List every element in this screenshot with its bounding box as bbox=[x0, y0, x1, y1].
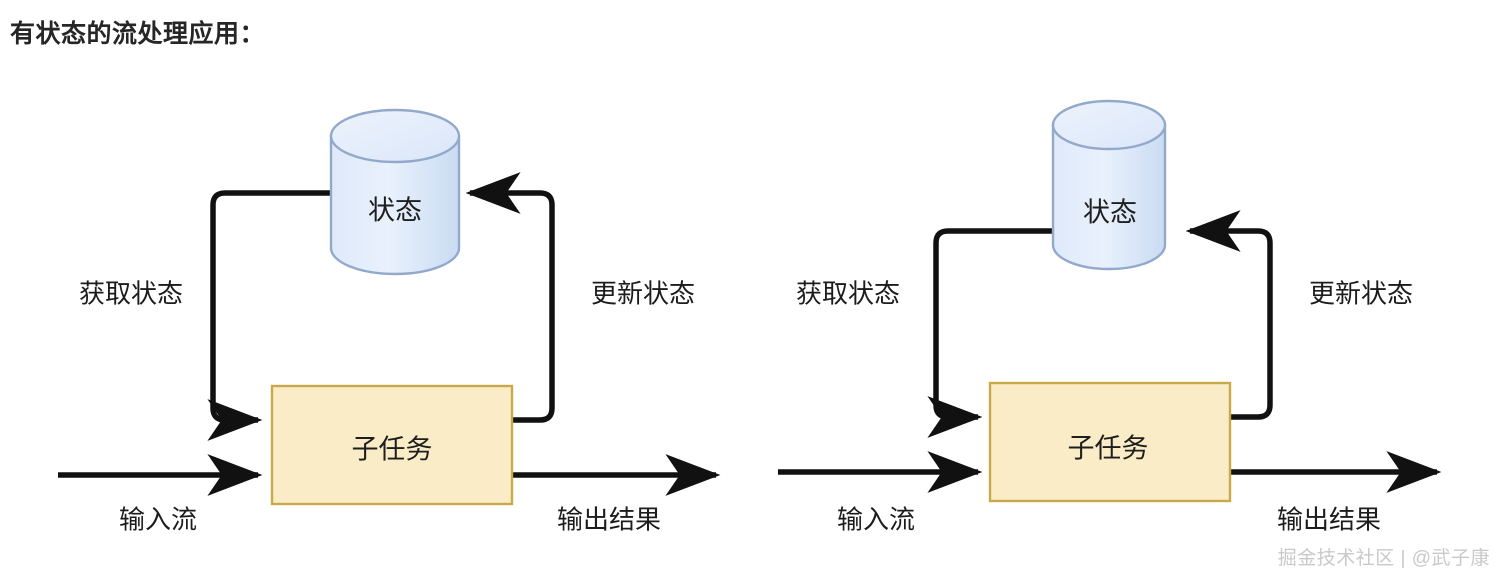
edge-update-state-left bbox=[465, 172, 555, 423]
watermark: 掘金技术社区 | @武子康 bbox=[1277, 548, 1490, 569]
task-label-right: 子任务 bbox=[1067, 433, 1149, 464]
edge-get-state-right bbox=[927, 228, 1055, 438]
edge-label-input-stream-left: 输入流 bbox=[118, 504, 198, 535]
edge-label-update-state-left: 更新状态 bbox=[590, 278, 696, 309]
edge-update-state-right bbox=[1185, 210, 1273, 420]
edge-get-state-left bbox=[207, 190, 333, 441]
edge-label-get-state-left: 获取状态 bbox=[78, 278, 184, 309]
state-cylinder-right bbox=[1051, 99, 1167, 271]
edge-label-output-result-left: 输出结果 bbox=[556, 504, 662, 535]
edge-label-get-state-right: 获取状态 bbox=[795, 278, 901, 309]
state-label-right: 状态 bbox=[1083, 197, 1137, 228]
edge-label-input-stream-right: 输入流 bbox=[836, 504, 916, 535]
page-title: 有状态的流处理应用： bbox=[10, 20, 266, 48]
edge-label-update-state-right: 更新状态 bbox=[1308, 278, 1414, 309]
state-label-left: 状态 bbox=[368, 195, 422, 226]
task-label-left: 子任务 bbox=[351, 434, 433, 465]
edge-label-output-result-right: 输出结果 bbox=[1276, 504, 1382, 535]
